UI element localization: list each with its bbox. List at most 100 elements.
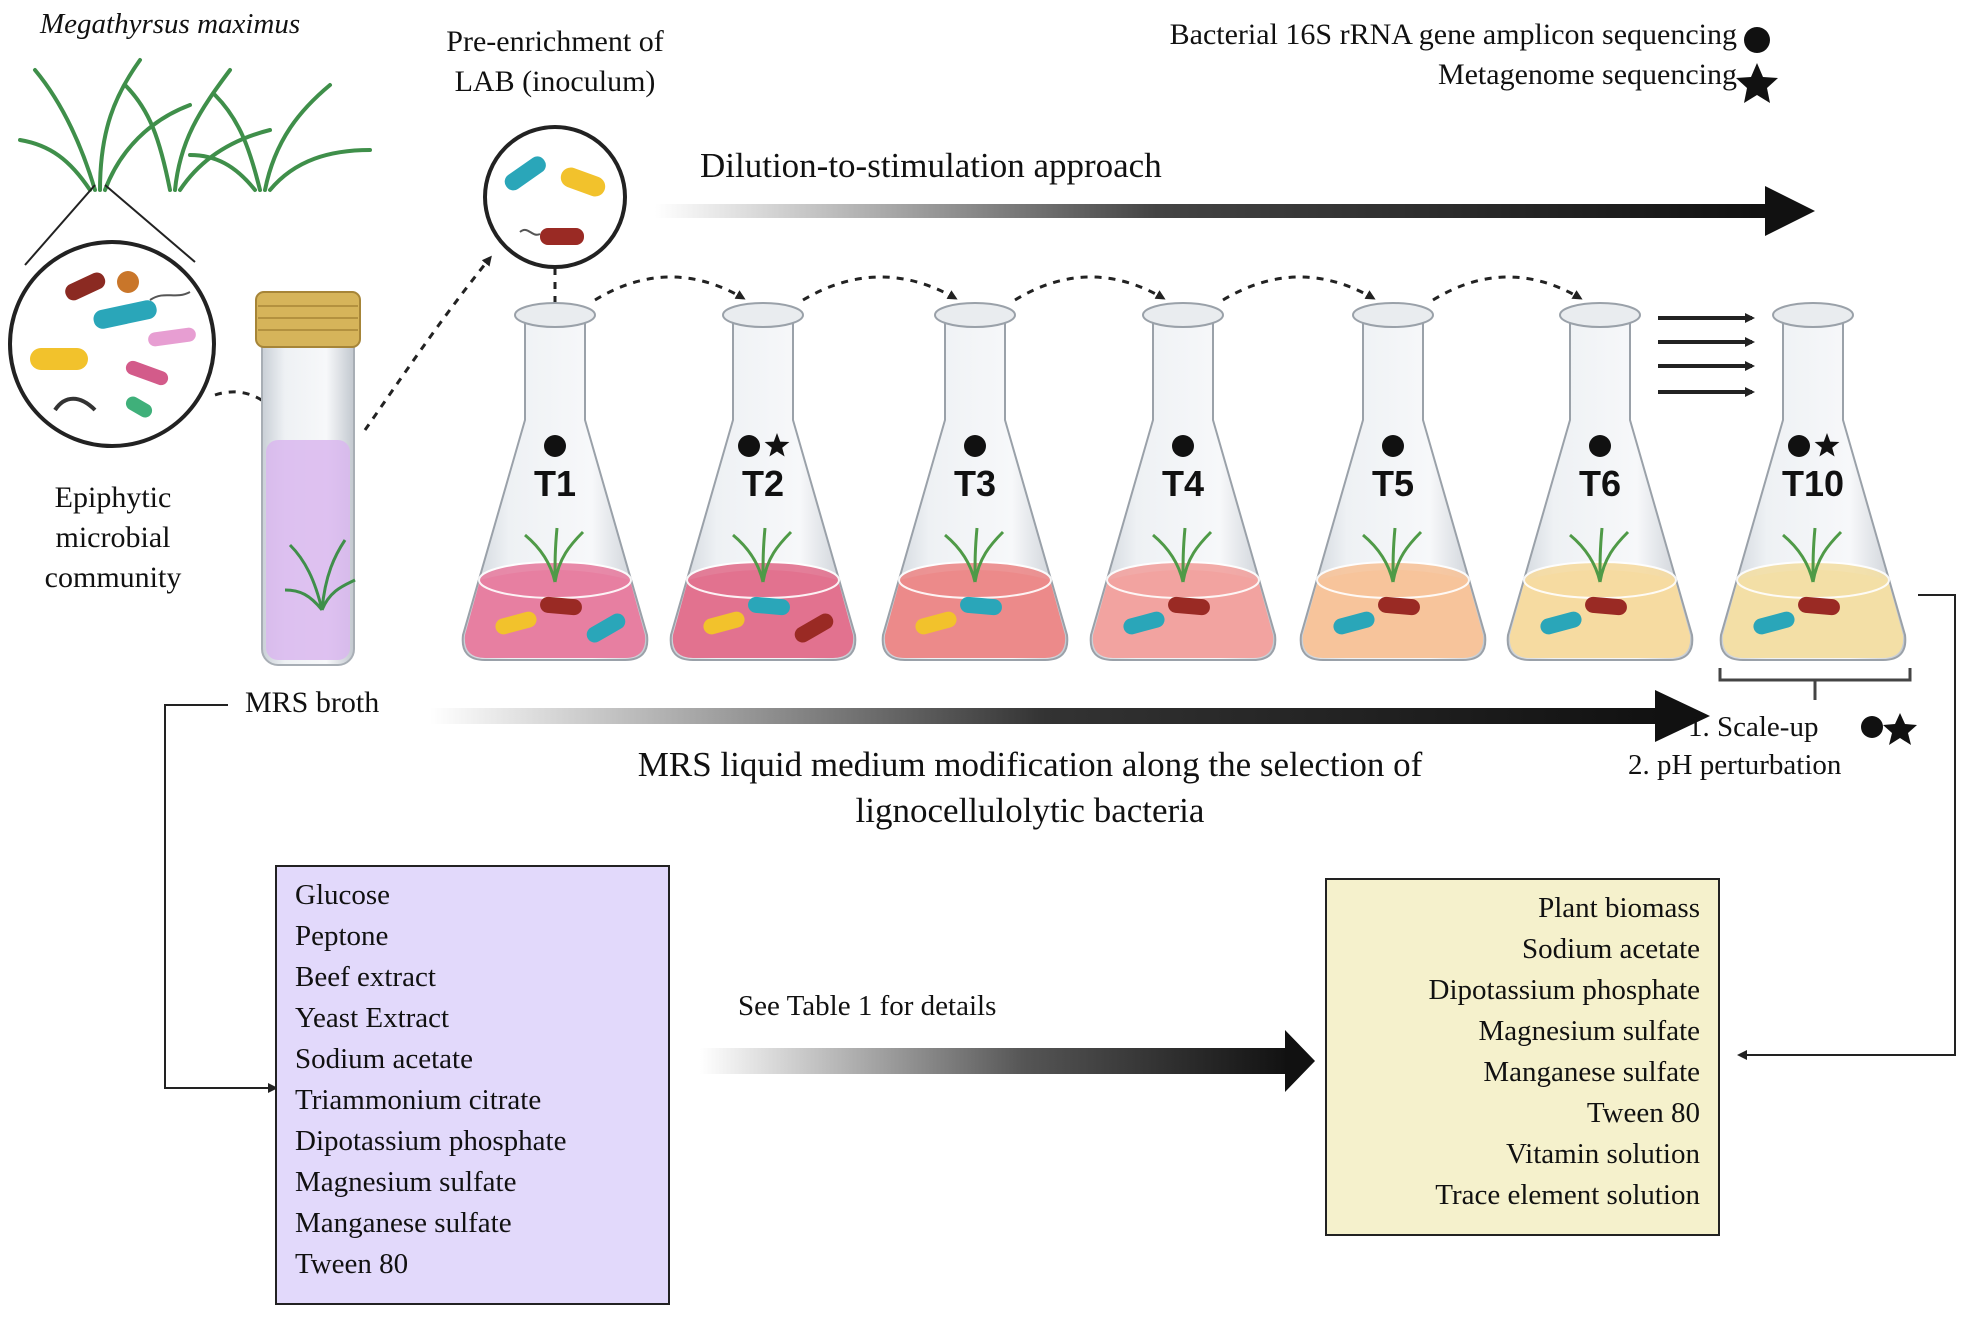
legend-metagenome-text: Metagenome sequencing [1437,58,1737,91]
flask-t10: T10 [1719,302,1907,661]
mrs-component-item: Peptone [295,920,389,952]
modified-component-item: Sodium acetate [1522,933,1700,965]
mrs-component-item: Triammonium citrate [295,1084,542,1116]
flask-label: T6 [1579,463,1621,504]
modified-component-item: Manganese sulfate [1483,1056,1700,1088]
mrs-component-item: Manganese sulfate [295,1207,512,1239]
mrs-component-item: Tween 80 [295,1248,409,1280]
pre-enrichment-line-2: LAB (inoculum) [454,65,656,98]
epiphytic-line-2: microbial [55,521,171,554]
inoculum-circle [483,125,627,269]
transfer-arc [802,275,958,302]
grass-sprig [944,527,1005,583]
grass-sprig [1782,527,1843,583]
grass-sprig [1569,527,1630,583]
epiphytic-line-1: Epiphytic [54,481,172,514]
scale-up-item: 1. Scale-up [1688,711,1819,743]
legend-amplicon-text: Bacterial 16S rRNA gene amplicon sequenc… [1169,18,1737,51]
scaleup-circle-icon [1861,716,1883,738]
flask-t2: T2 [669,302,857,661]
modified-component-item: Dipotassium phosphate [1428,974,1700,1006]
mrs-component-item: Dipotassium phosphate [295,1125,567,1157]
amplicon-marker-icon [964,435,986,457]
transfer-arc [1222,275,1376,302]
grass-sprig [1152,527,1213,583]
bacterium [540,596,582,616]
grass-sprig [1362,527,1423,583]
flask-label: T1 [534,463,576,504]
mrs-modification-line-1: MRS liquid medium modification along the… [637,745,1423,784]
flask-label: T10 [1782,463,1844,504]
amplicon-marker-icon [1788,435,1810,457]
ph-perturbation-item: 2. pH perturbation [1628,749,1842,781]
amplicon-marker-icon [738,435,760,457]
bacterium [1540,611,1582,635]
transfer-arc [1014,275,1166,302]
bacterium [1378,596,1420,616]
grass-illustration [18,58,372,192]
table-arrow [700,1030,1315,1092]
flask-label: T4 [1162,463,1204,504]
amplicon-marker-icon [1589,435,1611,457]
transfer-arc [1432,275,1583,302]
modified-component-item: Magnesium sulfate [1478,1015,1700,1047]
grass-sprig [732,527,793,583]
flask-label: T5 [1372,463,1414,504]
bacterium [960,596,1002,616]
bacterium [1798,596,1840,616]
metagenome-marker-icon [1814,433,1840,457]
flask-t1: T1 [461,302,649,661]
flask-t6: T6 [1506,302,1694,661]
transfer-arc [594,275,746,302]
bacterium [1333,611,1375,635]
flask-label: T3 [954,463,996,504]
microbe-circle-epiphytic [8,240,216,448]
dilution-label: Dilution-to-stimulation approach [700,146,1162,185]
bacterium [1753,611,1795,635]
mrs-component-item: Glucose [295,879,391,911]
legend-circle-icon [1744,27,1770,53]
bacterium [703,611,745,635]
epiphytic-label: Epiphytic microbial community [18,478,208,598]
grass-sprig [524,527,585,583]
modified-component-item: Tween 80 [1586,1097,1700,1129]
epiphytic-line-3: community [44,561,182,594]
mrs-component-item: Sodium acetate [295,1043,473,1075]
parallel-arrows [1658,313,1755,397]
modified-component-item: Plant biomass [1538,892,1700,924]
bacterium [748,596,790,616]
mrs-broth-label: MRS broth [245,686,380,719]
mrs-component-item: Yeast Extract [295,1002,450,1034]
flask-t4: T4 [1089,302,1277,661]
mrs-component-item: Beef extract [295,961,436,993]
mrs-vial [255,291,361,666]
bacterium [1123,611,1165,635]
pre-enrichment-line-1: Pre-enrichment of [446,25,664,58]
flask-t3: T3 [881,302,1069,661]
amplicon-marker-icon [544,435,566,457]
mrs-component-item: Magnesium sulfate [295,1166,517,1198]
species-label: Megathyrsus maximus [40,8,301,40]
modified-component-item: Vitamin solution [1505,1138,1700,1170]
bacterium [495,611,537,635]
bacterium [1168,596,1210,616]
modified-component-item: Trace element solution [1435,1179,1700,1211]
see-table-label: See Table 1 for details [738,990,997,1022]
mrs-modification-line-2: lignocellulolytic bacteria [855,791,1205,830]
flask-label: T2 [742,463,784,504]
amplicon-marker-icon [1172,435,1194,457]
modification-arrow [430,690,1710,742]
amplicon-marker-icon [1382,435,1404,457]
metagenome-marker-icon [764,433,790,457]
bacterium [586,613,626,643]
legend-star-icon [1736,63,1778,103]
scaleup-star-icon [1883,713,1917,745]
pre-enrichment-label: Pre-enrichment of LAB (inoculum) [410,22,700,102]
flask-t5: T5 [1299,302,1487,661]
bacterium [794,613,834,643]
bacterium [1585,596,1627,616]
